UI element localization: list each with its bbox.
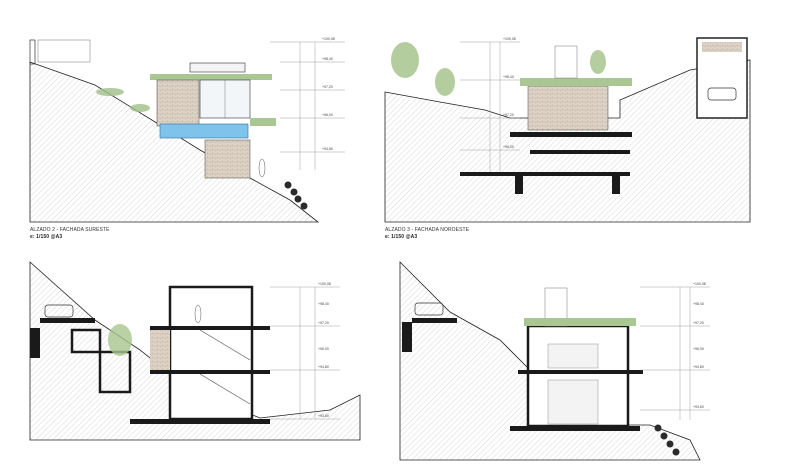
level-mark-label: +94,80 (693, 365, 704, 369)
neighbour-building (37, 39, 91, 63)
roof-garden (520, 78, 632, 86)
terrain-section (384, 59, 751, 223)
elevation-sureste (29, 39, 345, 223)
stone-facade (156, 79, 200, 127)
caption-title: ALZADO 3 - FACHADA NOROESTE (385, 227, 470, 233)
upper-volume (554, 45, 578, 79)
level-marks-sureste: +100,08 +98,40 +97,20 +96,00 +94,80 (322, 37, 335, 151)
basement-slab (530, 150, 630, 154)
trees (391, 42, 606, 96)
level-mark-label: +98,40 (318, 302, 329, 306)
level-mark-label: +94,80 (318, 365, 329, 369)
stair-flight (199, 329, 251, 361)
level-marks-section-right: +100,08 +98,40 +97,20 +96,00 +94,80 +93,60 (693, 282, 706, 409)
caption-noroeste: ALZADO 3 - FACHADA NOROESTE e: 1/150 @A3 (385, 227, 469, 241)
section-left (29, 261, 361, 441)
human-figure (194, 304, 202, 324)
floor-slab (510, 132, 632, 137)
car-icon (707, 87, 737, 101)
caption-sureste: ALZADO 2 - FACHADA SURESTE e: 1/150 @A3 (30, 227, 110, 241)
level-mark-label: +96,00 (318, 347, 329, 351)
level-marks-noroeste: +100,08 +98,40 +97,20 +96,00 (503, 37, 516, 149)
level-mark-label: +97,20 (503, 113, 514, 117)
boulders (654, 424, 680, 456)
stair-flight (199, 373, 251, 405)
roof-slab-upper (189, 62, 246, 73)
lower-stone-wall (204, 139, 251, 179)
boulders (284, 181, 308, 210)
foundation (460, 172, 630, 176)
caption-scale: e: 1/150 @A3 (385, 234, 418, 240)
section-right (399, 261, 710, 461)
car-icon (44, 304, 74, 318)
elevation-noroeste (384, 37, 751, 223)
level-mark-label: +97,20 (318, 321, 329, 325)
lower-terrace-plants (250, 118, 276, 126)
human-figure (258, 158, 266, 178)
level-marks-section-left: +100,08 +98,40 +97,20 +96,00 +94,80 +93,60 (318, 282, 331, 418)
swimming-pool (159, 123, 249, 139)
level-mark-label: +97,20 (322, 85, 333, 89)
level-mark-label: +97,20 (693, 321, 704, 325)
level-mark-label: +100,08 (318, 282, 331, 286)
roof-terrace-garden (150, 74, 272, 80)
building-frame (168, 285, 254, 421)
level-mark-label: +100,08 (693, 282, 706, 286)
level-mark-label: +100,08 (322, 37, 335, 41)
boundary-wall (29, 39, 36, 65)
level-mark-label: +96,00 (503, 145, 514, 149)
level-mark-label: +98,40 (503, 75, 514, 79)
level-mark-label: +98,40 (322, 57, 333, 61)
level-mark-label: +94,80 (322, 147, 333, 151)
car-icon (414, 302, 444, 316)
caption-title: ALZADO 2 - FACHADA SURESTE (30, 227, 110, 233)
caption-scale: e: 1/150 @A3 (30, 234, 63, 240)
level-mark-label: +96,00 (322, 113, 333, 117)
level-mark-label: +100,08 (503, 37, 516, 41)
level-mark-label: +96,00 (693, 347, 704, 351)
level-mark-label: +93,60 (318, 414, 329, 418)
level-mark-label: +93,60 (693, 405, 704, 409)
stone-facade (527, 85, 609, 131)
level-mark-label: +98,40 (693, 302, 704, 306)
